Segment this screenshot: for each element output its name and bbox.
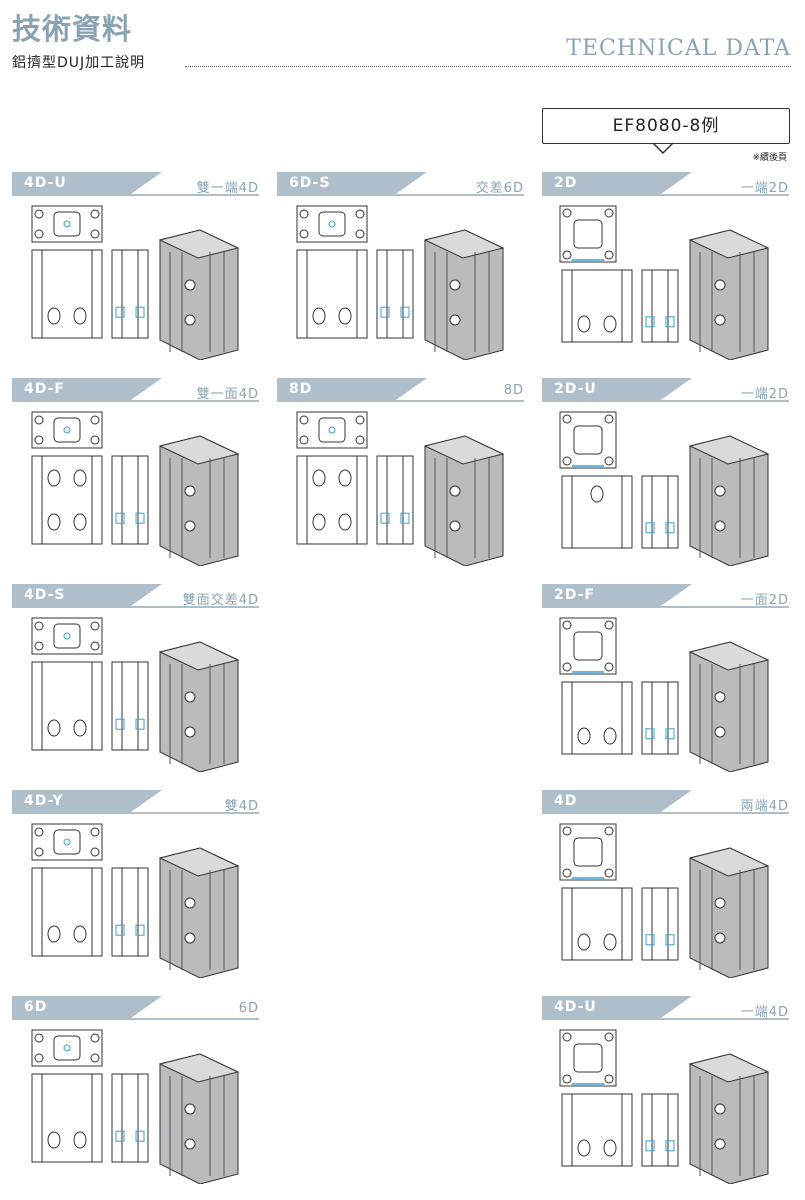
card-desc: 雙一面4D xyxy=(196,387,259,402)
profile-card: 8D 8D xyxy=(277,378,524,573)
card-desc: 交差6D xyxy=(475,181,524,196)
card-header-band: 2D-F 一面2D xyxy=(542,584,789,608)
drawing xyxy=(542,200,789,361)
card-code: 4D xyxy=(554,793,578,809)
card-desc: 一面2D xyxy=(740,593,789,608)
card-header-band: 4D 兩端4D xyxy=(542,790,789,814)
header-right-title: TECHNICAL DATA xyxy=(566,36,791,61)
model-box: EF8080-8例 xyxy=(542,108,790,144)
drawing xyxy=(12,406,259,567)
profile-card: 4D-Y 雙4D xyxy=(12,790,259,985)
profile-card: 4D 兩端4D xyxy=(542,790,789,985)
card-desc: 一端2D xyxy=(740,387,789,402)
chevron-down-icon xyxy=(652,142,674,155)
card-header-band: 4D-S 雙面交差4D xyxy=(12,584,259,608)
drawing xyxy=(277,406,524,567)
card-header-band: 2D 一端2D xyxy=(542,172,789,196)
header-title: 技術資料 xyxy=(12,12,133,46)
profile-card: 2D-U 一端2D xyxy=(542,378,789,573)
profile-drawing xyxy=(559,205,770,361)
profile-card: 4D-U 一端4D xyxy=(542,996,789,1191)
profile-drawing xyxy=(31,1029,240,1185)
card-code: 2D-U xyxy=(554,381,597,397)
card-desc: 雙一端4D xyxy=(196,181,259,196)
profile-drawing xyxy=(31,617,240,773)
card-desc: 一端4D xyxy=(740,1005,789,1020)
card-desc: 雙面交差4D xyxy=(182,593,259,608)
profile-drawing xyxy=(31,823,240,979)
card-code: 6D xyxy=(24,999,48,1015)
profile-card: 4D-F 雙一面4D xyxy=(12,378,259,573)
card-header-band: 4D-U 雙一端4D xyxy=(12,172,259,196)
profile-card: 2D 一端2D xyxy=(542,172,789,367)
profile-drawing xyxy=(296,205,505,361)
card-header-band: 6D-S 交差6D xyxy=(277,172,524,196)
profile-drawing xyxy=(296,411,505,567)
profile-card: 6D-S 交差6D xyxy=(277,172,524,367)
card-desc: 6D xyxy=(238,1001,259,1016)
card-code: 4D-Y xyxy=(24,793,64,809)
profile-card: 2D-F 一面2D xyxy=(542,584,789,779)
card-desc: 雙4D xyxy=(224,799,259,814)
drawing xyxy=(12,1024,259,1185)
drawing xyxy=(542,1024,789,1185)
card-code: 2D-F xyxy=(554,587,595,603)
card-desc: 一端2D xyxy=(740,181,789,196)
drawing xyxy=(542,818,789,979)
drawing xyxy=(542,406,789,567)
card-code: 4D-F xyxy=(24,381,65,397)
card-header-band: 4D-Y 雙4D xyxy=(12,790,259,814)
profile-drawing xyxy=(559,617,770,773)
card-code: 4D-S xyxy=(24,587,66,603)
header-divider xyxy=(185,66,791,67)
card-code: 6D-S xyxy=(289,175,331,191)
card-desc: 兩端4D xyxy=(740,799,789,814)
profile-card: 4D-S 雙面交差4D xyxy=(12,584,259,779)
profile-drawing xyxy=(559,1029,770,1185)
card-code: 4D-U xyxy=(554,999,597,1015)
profile-drawing xyxy=(559,823,770,979)
profile-drawing xyxy=(559,411,770,567)
card-code: 4D-U xyxy=(24,175,67,191)
continued-note: ※續後頁 xyxy=(752,153,787,163)
header-subtitle: 鋁擠型DUJ加工說明 xyxy=(12,55,146,71)
card-code: 2D xyxy=(554,175,578,191)
card-code: 8D xyxy=(289,381,313,397)
drawing xyxy=(12,612,259,773)
profile-card: 4D-U 雙一端4D xyxy=(12,172,259,367)
profile-drawing xyxy=(31,411,240,567)
drawing xyxy=(542,612,789,773)
profile-drawing xyxy=(31,205,240,361)
drawing xyxy=(12,818,259,979)
card-header-band: 6D 6D xyxy=(12,996,259,1020)
card-desc: 8D xyxy=(503,383,524,398)
profile-card: 6D 6D xyxy=(12,996,259,1191)
card-header-band: 4D-F 雙一面4D xyxy=(12,378,259,402)
drawing xyxy=(277,200,524,361)
card-header-band: 4D-U 一端4D xyxy=(542,996,789,1020)
card-header-band: 8D 8D xyxy=(277,378,524,402)
card-header-band: 2D-U 一端2D xyxy=(542,378,789,402)
drawing xyxy=(12,200,259,361)
